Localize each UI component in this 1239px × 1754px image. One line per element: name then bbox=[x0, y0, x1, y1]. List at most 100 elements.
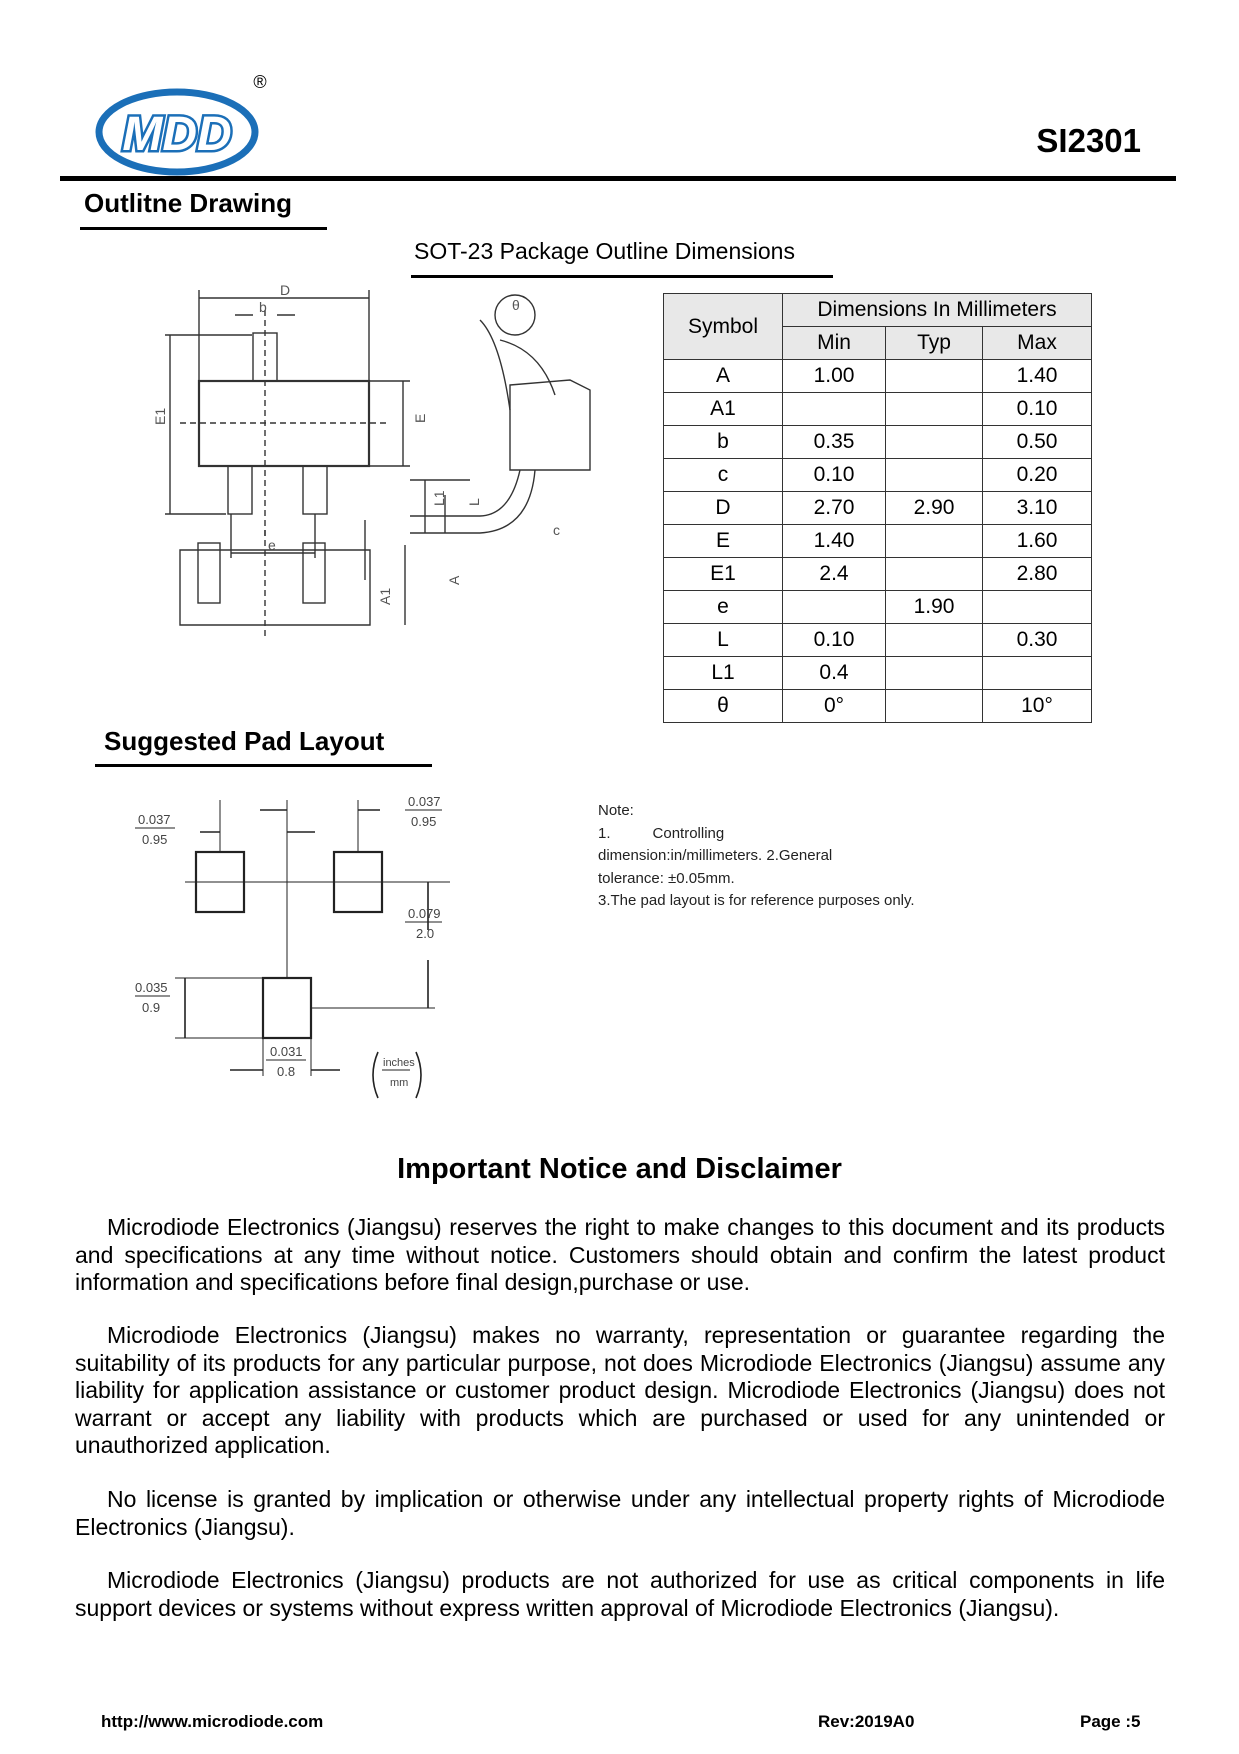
cell-max bbox=[982, 590, 1092, 624]
registered-mark: ® bbox=[253, 72, 266, 92]
disclaimer-paragraph: No license is granted by implication or … bbox=[75, 1486, 1165, 1540]
cell-symbol: E1 bbox=[663, 557, 783, 591]
pad-layout-title: Suggested Pad Layout bbox=[104, 726, 385, 756]
cell-max: 0.50 bbox=[982, 425, 1092, 459]
dim-label-theta: θ bbox=[512, 297, 520, 313]
note-line: Note: bbox=[598, 802, 634, 819]
cell-max: 2.80 bbox=[982, 557, 1092, 591]
cell-symbol: b bbox=[663, 425, 783, 459]
note-line: 1. Controlling bbox=[598, 823, 915, 846]
cell-typ bbox=[885, 425, 983, 459]
part-number: SI2301 bbox=[1036, 122, 1141, 159]
dim-pad-w-mm: 0.8 bbox=[277, 1064, 295, 1079]
disclaimer-paragraph: Microdiode Electronics (Jiangsu) product… bbox=[75, 1567, 1165, 1621]
cell-symbol: L bbox=[663, 623, 783, 657]
cell-symbol: A bbox=[663, 359, 783, 393]
note-number: 1. bbox=[598, 824, 611, 842]
cell-symbol: L1 bbox=[663, 656, 783, 690]
dim-pad-h-mm: 0.9 bbox=[142, 1000, 160, 1015]
cell-typ bbox=[885, 656, 983, 690]
notes: Note: 1. Controlling dimension:in/millime… bbox=[598, 800, 915, 913]
mdd-logo: MDD ® bbox=[95, 72, 267, 176]
dim-label-a: A bbox=[446, 575, 462, 585]
dimensions-group-header: Dimensions In Millimeters bbox=[782, 293, 1092, 327]
cell-max: 0.10 bbox=[982, 392, 1092, 426]
cell-typ: 2.90 bbox=[885, 491, 983, 525]
typ-header: Typ bbox=[885, 326, 983, 360]
cell-max: 10° bbox=[982, 689, 1092, 723]
package-title: SOT-23 Package Outline Dimensions bbox=[414, 238, 795, 264]
cell-max: 0.20 bbox=[982, 458, 1092, 492]
cell-min: 2.70 bbox=[782, 491, 886, 525]
logo-text: MDD bbox=[122, 108, 231, 161]
cell-min: 0.4 bbox=[782, 656, 886, 690]
disclaimer-paragraph: Microdiode Electronics (Jiangsu) makes n… bbox=[75, 1322, 1165, 1458]
units-legend-inches: inches bbox=[383, 1057, 415, 1069]
dim-left-top-in: 0.037 bbox=[138, 812, 171, 827]
dim-label-d: D bbox=[280, 282, 290, 298]
dim-label-l: L bbox=[466, 498, 482, 506]
dim-label-l1: L1 bbox=[431, 490, 447, 506]
cell-max bbox=[982, 656, 1092, 690]
dim-right-top-in: 0.037 bbox=[408, 794, 441, 809]
cell-min bbox=[782, 590, 886, 624]
cell-typ bbox=[885, 557, 983, 591]
cell-min: 1.00 bbox=[782, 359, 886, 393]
cell-symbol: θ bbox=[663, 689, 783, 723]
outline-title-rule bbox=[80, 227, 327, 230]
units-legend-mm: mm bbox=[390, 1077, 408, 1089]
dim-label-e1: E1 bbox=[152, 408, 168, 425]
cell-typ: 1.90 bbox=[885, 590, 983, 624]
pad-layout-drawing: 0.037 0.95 0.037 0.95 0.079 2.0 0.035 0.… bbox=[135, 794, 450, 1099]
footer-revision: Rev:2019A0 bbox=[818, 1712, 915, 1731]
cell-min: 0° bbox=[782, 689, 886, 723]
footer-url: http://www.microdiode.com bbox=[101, 1712, 324, 1731]
note-line: tolerance: ±0.05mm. bbox=[598, 869, 735, 887]
disclaimer-paragraph: Microdiode Electronics (Jiangsu) reserve… bbox=[75, 1214, 1165, 1295]
dim-height-mm: 2.0 bbox=[416, 926, 434, 941]
cell-symbol: E bbox=[663, 524, 783, 558]
cell-symbol: D bbox=[663, 491, 783, 525]
dim-pad-h-in: 0.035 bbox=[135, 980, 168, 995]
dim-pad-w-in: 0.031 bbox=[270, 1044, 303, 1059]
dim-right-top-mm: 0.95 bbox=[411, 814, 436, 829]
pad-layout-title-rule bbox=[95, 764, 432, 767]
dim-label-e-pitch: e bbox=[268, 537, 276, 553]
cell-max: 3.10 bbox=[982, 491, 1092, 525]
outline-drawing: D b E1 E e θ L1 L c A1 A bbox=[152, 282, 591, 640]
cell-symbol: A1 bbox=[663, 392, 783, 426]
cell-symbol: c bbox=[663, 458, 783, 492]
max-header: Max bbox=[982, 326, 1092, 360]
cell-typ bbox=[885, 458, 983, 492]
cell-typ bbox=[885, 524, 983, 558]
cell-max: 1.40 bbox=[982, 359, 1092, 393]
cell-typ bbox=[885, 623, 983, 657]
dim-label-b: b bbox=[259, 299, 267, 315]
note-line: dimension:in/millimeters. 2.General bbox=[598, 847, 833, 864]
cell-min bbox=[782, 392, 886, 426]
cell-min: 0.10 bbox=[782, 458, 886, 492]
dim-label-e: E bbox=[412, 414, 428, 423]
dimensions-table: Symbol Dimensions In Millimeters Min Typ… bbox=[663, 293, 1092, 723]
package-title-rule bbox=[411, 275, 833, 278]
min-header: Min bbox=[782, 326, 886, 360]
disclaimer-title: Important Notice and Disclaimer bbox=[397, 1153, 842, 1185]
footer-page-number: Page :5 bbox=[1080, 1712, 1141, 1731]
symbol-header: Symbol bbox=[663, 293, 783, 360]
table-row: A1 0.10 bbox=[663, 392, 1092, 426]
dim-label-a1: A1 bbox=[377, 588, 393, 605]
outline-title: Outlitne Drawing bbox=[84, 188, 292, 218]
header-rule bbox=[60, 176, 1176, 181]
cell-min: 0.35 bbox=[782, 425, 886, 459]
note-text: Controlling bbox=[652, 824, 725, 842]
cell-min: 2.4 bbox=[782, 557, 886, 591]
cell-typ bbox=[885, 392, 983, 426]
cell-max: 1.60 bbox=[982, 524, 1092, 558]
